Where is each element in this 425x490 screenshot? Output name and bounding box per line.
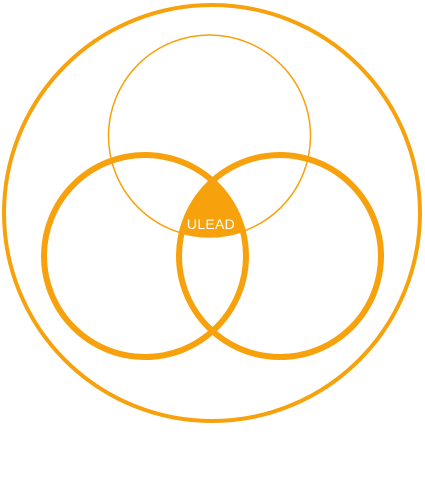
left-circle: [41, 152, 249, 360]
outer-circle: [2, 3, 422, 423]
center-label: ULEAD: [187, 216, 235, 232]
right-circle: [176, 152, 384, 360]
